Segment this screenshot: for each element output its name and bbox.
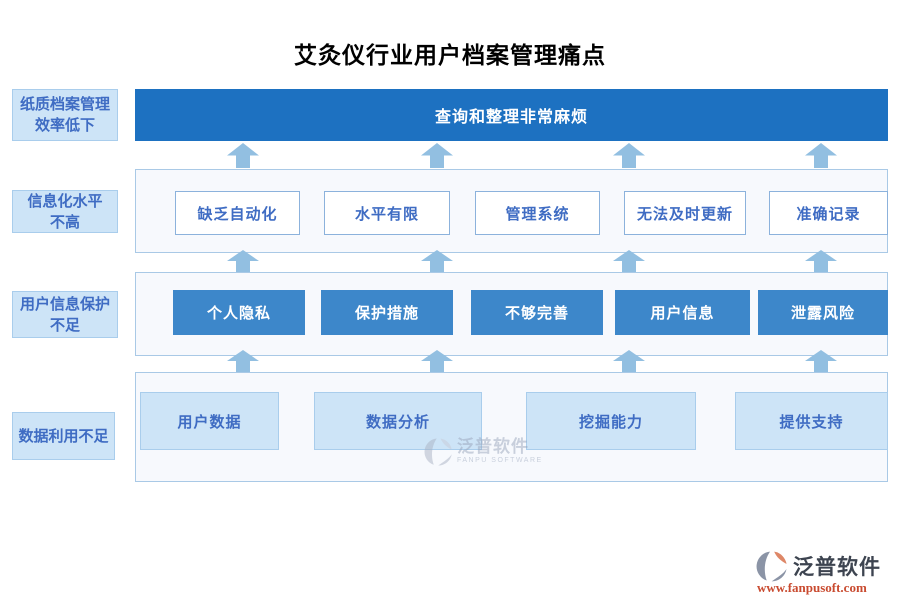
up-arrow-icon <box>805 250 837 272</box>
watermark-brand-en: FANPU SOFTWARE <box>457 457 543 464</box>
up-arrow-icon <box>421 143 453 168</box>
up-arrow-icon <box>613 350 645 372</box>
footer-url: www.fanpusoft.com <box>757 580 867 595</box>
footer-logo: 泛普软件 www.fanpusoft.com <box>756 549 890 595</box>
box-limited-level: 水平有限 <box>324 191 450 235</box>
box-data-analysis: 数据分析 <box>314 392 482 450</box>
fanpu-logo-icon <box>756 550 789 583</box>
up-arrow-icon <box>421 250 453 272</box>
up-arrow-icon <box>421 350 453 372</box>
box-mining-ability: 挖掘能力 <box>526 392 696 450</box>
box-cannot-update: 无法及时更新 <box>624 191 746 235</box>
up-arrow-icon <box>805 350 837 372</box>
up-arrow-icon <box>227 250 259 272</box>
watermark-brand: 泛普软件 <box>457 437 529 456</box>
up-arrow-icon <box>227 143 259 168</box>
up-arrow-icon <box>805 143 837 168</box>
box-provide-support: 提供支持 <box>735 392 888 450</box>
box-not-complete: 不够完善 <box>471 290 603 335</box>
box-accurate-record: 准确记录 <box>769 191 888 235</box>
center-watermark: 泛普软件 FANPU SOFTWARE <box>424 437 544 475</box>
side-label-paper-archive: 纸质档案管理 效率低下 <box>12 89 118 141</box>
footer-brand: 泛普软件 <box>793 556 881 579</box>
up-arrow-icon <box>227 350 259 372</box>
box-lack-automation: 缺乏自动化 <box>175 191 300 235</box>
box-personal-privacy: 个人隐私 <box>173 290 305 335</box>
banner-query-trouble: 查询和整理非常麻烦 <box>135 89 888 141</box>
box-protection-measures: 保护措施 <box>321 290 453 335</box>
page-title: 艾灸仪行业用户档案管理痛点 <box>294 43 606 68</box>
box-management-system: 管理系统 <box>475 191 600 235</box>
up-arrow-icon <box>613 143 645 168</box>
side-label-data-utilization: 数据利用不足 <box>12 412 115 460</box>
box-user-data: 用户数据 <box>140 392 279 450</box>
up-arrow-icon <box>613 250 645 272</box>
side-label-informatization: 信息化水平 不高 <box>12 190 118 233</box>
side-label-user-info-protection: 用户信息保护 不足 <box>12 291 118 338</box>
box-user-info: 用户信息 <box>615 290 750 335</box>
box-leak-risk: 泄露风险 <box>758 290 888 335</box>
fanpu-logo-icon <box>424 437 454 471</box>
watermark-text: 泛普软件 FANPU SOFTWARE <box>457 437 543 464</box>
